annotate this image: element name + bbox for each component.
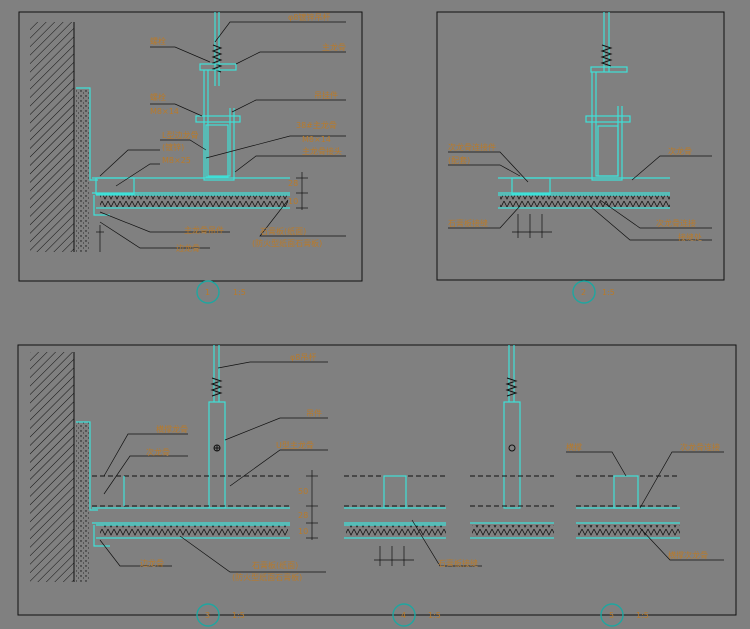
svg-text:3: 3 [205, 611, 210, 620]
label-d3-board: 次龙骨 [146, 447, 170, 457]
wall-hatch [30, 22, 74, 252]
detail-1-frame [18, 11, 363, 282]
label-d3-seam: 石膏板接缝 [438, 558, 478, 568]
label-d2-clip2: (配套) [448, 155, 470, 165]
label-d2-side: 次龙骨 [668, 146, 692, 156]
label-angle-3: M8×25 [162, 156, 191, 165]
dim-2: 50 [298, 487, 308, 496]
marker-4: 4 1:5 [392, 603, 441, 627]
label-main: 主龙骨 [322, 42, 346, 52]
label-d3-rod: φ8吊杆 [290, 352, 316, 362]
dim-3-b: 10 [298, 527, 308, 536]
label-bolt-2: 螺栓 [150, 92, 166, 102]
label-conn: 主龙骨接头 [302, 146, 342, 156]
label-board: 石膏板(纸面) [260, 226, 306, 236]
detail-3-frame [17, 344, 737, 616]
label-d2-tape: 石膏板接缝 [448, 218, 488, 228]
label-sec: M8×14 [302, 135, 331, 144]
label-d2-clip: 次龙骨连接件 [448, 142, 496, 152]
marker-5: 5 1:5 [600, 603, 649, 627]
svg-text:1:5: 1:5 [636, 611, 649, 620]
label-d3-hang: 横撑龙骨 [156, 424, 188, 434]
svg-text:2: 2 [581, 288, 586, 297]
detail-2-frame [436, 11, 725, 281]
label-d3-cross2: 次龙骨连接 [680, 442, 720, 452]
wall-plaster [76, 88, 90, 252]
svg-text:1:5: 1:5 [602, 288, 615, 297]
label-rod: φ8镀锌吊杆 [288, 12, 330, 22]
svg-text:1:5: 1:5 [233, 288, 246, 297]
svg-text:1:5: 1:5 [428, 611, 441, 620]
detail-2: 次龙骨连接件 (配套) 次龙骨 石膏板接缝 次龙骨连接 接缝处 [436, 11, 725, 281]
label-d3-corner: 边龙骨 [140, 558, 164, 568]
dim-1-b: 28 [298, 511, 308, 520]
label-nut: M8×14 [150, 107, 179, 116]
label-d3-main: 吊件 [306, 408, 322, 418]
label-hanger: 主龙骨吊件 [184, 225, 224, 235]
marker-2: 2 1:5 [572, 280, 615, 304]
label-bolt: 螺栓 [150, 36, 166, 46]
label-d2-joint: 次龙骨连接 [656, 218, 696, 228]
marker-1: 1 1:5 [196, 280, 246, 304]
label-38-main: 38#主龙骨 [296, 120, 337, 130]
label-clip: 吊挂件 [314, 90, 338, 100]
label-d3-gyp: 石膏板(纸面) [252, 560, 298, 570]
svg-text:4: 4 [401, 611, 406, 620]
label-d3-cross: 横撑 [566, 442, 582, 452]
svg-text:5: 5 [609, 611, 614, 620]
label-d3-gyp2: (防火型纸面石膏板) [232, 572, 302, 582]
label-board-2: (防火型纸面石膏板) [252, 238, 322, 248]
board-zigzag [100, 195, 288, 207]
detail-1: φ8镀锌吊杆 螺栓 主龙骨 螺栓 M8×14 吊挂件 38#主龙骨 M8×14 … [18, 11, 363, 282]
svg-text:1:5: 1:5 [232, 611, 245, 620]
label-angle: L型边龙骨 [162, 130, 198, 140]
label-d2-edge: 接缝处 [678, 232, 702, 242]
dim-1: 28 [288, 179, 298, 188]
label-angle-2: (镀锌) [162, 142, 184, 152]
svg-text:1: 1 [205, 288, 210, 297]
dim-3: 10 [288, 197, 298, 206]
marker-3: 3 1:5 [196, 603, 245, 627]
detail-3: φ8吊杆 吊件 U型主龙骨 横撑龙骨 次龙骨 边龙骨 石膏板(纸面) (防火型纸… [17, 344, 737, 616]
label-d3-bottom: 横撑次龙骨 [668, 550, 708, 560]
label-wall: 边龙骨 [176, 243, 200, 253]
label-d3-sec: U型主龙骨 [276, 440, 314, 450]
